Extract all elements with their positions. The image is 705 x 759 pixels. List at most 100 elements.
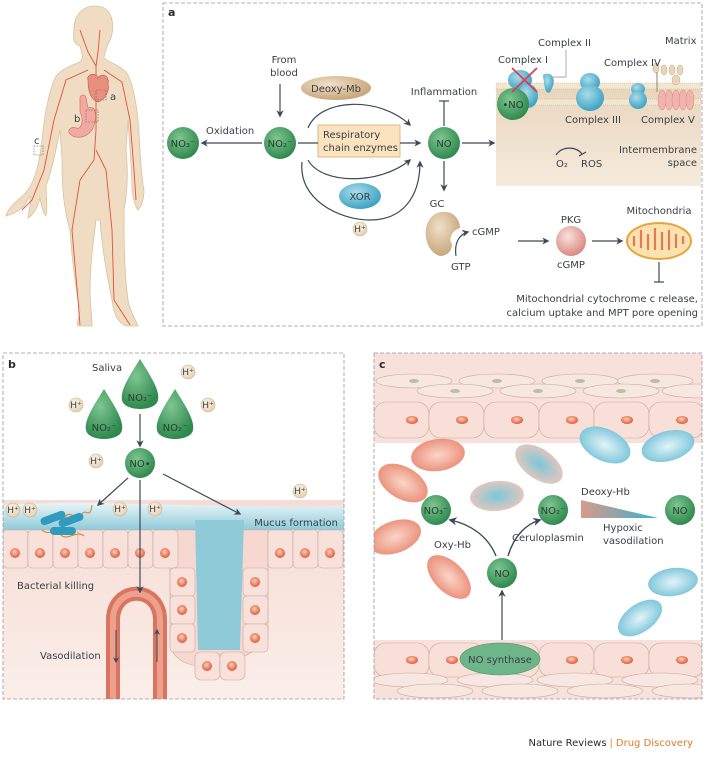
body-label-b: b: [74, 114, 80, 125]
no-radical-molecule-b: [125, 448, 155, 478]
no-molecule-c-right: [665, 495, 695, 525]
respiratory-label-1: Respiratory: [323, 130, 380, 141]
nitrite-drop-left-label: NO₂⁻: [92, 423, 117, 434]
bacterial-killing-label: Bacterial killing: [17, 581, 94, 592]
panel-a: a •NO: [162, 2, 703, 327]
heart-organ: [87, 74, 109, 103]
no-label: NO: [436, 139, 451, 150]
ceruloplasmin-label: Ceruloplasmin: [512, 533, 584, 544]
nitrite-label: NO₂⁻: [268, 139, 293, 150]
hypoxic-label-2: vasodilation: [603, 536, 664, 547]
nitrite-drop-right: NO₂⁻: [156, 389, 194, 439]
no-radical-molecule: [497, 88, 529, 120]
cgmp-label: cGMP: [472, 227, 500, 238]
complex-v-shape: [652, 62, 695, 111]
no-c-right-label: NO: [672, 506, 687, 517]
stomach-organ: [68, 94, 99, 138]
blood-vessels: [21, 29, 137, 326]
panel-b-letter: b: [8, 358, 16, 371]
saliva-label: Saliva: [92, 363, 122, 374]
respiratory-label-2: chain enzymes: [323, 143, 398, 154]
pkg-enzyme: [556, 226, 586, 256]
mucus-formation-label: Mucus formation: [254, 518, 338, 529]
ros-label: ROS: [581, 159, 602, 170]
svg-text:H⁺: H⁺: [294, 487, 306, 497]
complex-ii-label: Complex II: [538, 38, 591, 49]
nitrite-molecule: [264, 127, 296, 159]
svg-text:H⁺: H⁺: [90, 457, 102, 467]
complex-ii-shape: [543, 73, 554, 93]
panel-b: b Saliva NO₂⁻ NO₂⁻ NO₂⁻ NO• H⁺ H⁺ H⁺ H⁺ …: [2, 352, 345, 700]
no-molecule-c: [487, 558, 517, 588]
proton-icon: [352, 221, 368, 237]
gtp-label: GTP: [451, 262, 471, 273]
epithelial-cells: [3, 529, 344, 681]
bacteria-icon: [40, 504, 93, 538]
nitrate-molecule-c: [421, 495, 451, 525]
svg-text:H⁺: H⁺: [149, 505, 161, 515]
nitrite-drop-top-label: NO₂⁻: [128, 393, 153, 404]
arm-inset-box: [33, 145, 44, 156]
no-radical-b-label: NO•: [129, 459, 150, 470]
body-label-a: a: [110, 92, 116, 103]
mitochondrion-organelle: [626, 222, 692, 260]
nitrite-drop-right-label: NO₂⁻: [163, 423, 188, 434]
mito-effect-line-1: Mitochondrial cytochrome c release,: [516, 294, 698, 305]
nitrate-label: NO₃⁻: [171, 139, 196, 150]
guanylyl-cyclase: [425, 211, 460, 256]
matrix-label: Matrix: [665, 36, 697, 47]
respiratory-chain-box: [317, 124, 401, 158]
complex-iv-shape: [629, 83, 647, 109]
no-synthase-label: NO synthase: [468, 655, 532, 666]
svg-text:H⁺: H⁺: [114, 505, 126, 515]
no-molecule: [428, 127, 460, 159]
no-c-label: NO: [494, 569, 509, 580]
deoxy-mb-label: Deoxy-Mb: [311, 84, 361, 95]
human-body-illustration: a b c: [5, 5, 145, 327]
svg-text:H⁺: H⁺: [24, 506, 36, 516]
pkg-label: PKG: [561, 215, 581, 226]
inhibition-x-icon: [511, 67, 538, 93]
no-synthase-enzyme: [459, 642, 541, 676]
panel-c: c NO₃⁻ NO₂⁻ NO Deoxy-Hb Hypoxic vasodila…: [373, 352, 703, 700]
deoxy-hb-label: Deoxy-Hb: [581, 487, 630, 498]
complex-iv-label: Complex IV: [604, 58, 661, 69]
xor-label: XOR: [349, 192, 370, 203]
oxy-hb-label: Oxy-Hb: [434, 540, 471, 551]
red-blood-cells: [374, 426, 698, 637]
oxidation-label: Oxidation: [206, 126, 254, 137]
panel-a-letter: a: [168, 6, 175, 19]
complex-iii-shape: [576, 73, 604, 111]
body-label-c: c: [34, 136, 40, 147]
nitrate-c-label: NO₃⁻: [424, 506, 449, 517]
svg-text:H⁺: H⁺: [70, 401, 82, 411]
complex-v-label-text: Complex V: [641, 115, 695, 126]
vasodilation-label: Vasodilation: [40, 651, 101, 662]
nitrite-drop-top: NO₂⁻: [121, 359, 159, 409]
inflammation-label: Inflammation: [411, 87, 477, 98]
nitrate-molecule: [167, 127, 199, 159]
proton-icons-b: H⁺ H⁺ H⁺ H⁺ H⁺ H⁺ H⁺ H⁺ H⁺: [5, 364, 308, 518]
from-blood-label-2: blood: [270, 68, 298, 79]
svg-text:H⁺: H⁺: [182, 368, 194, 378]
complex-iii-label: Complex III: [565, 115, 621, 126]
xor-enzyme: [339, 183, 381, 209]
deoxy-mb-protein: [301, 76, 371, 100]
complex-i-label: Complex I: [498, 55, 548, 66]
intermembrane-label-1: Intermembrane: [619, 145, 697, 156]
gc-label: GC: [430, 199, 445, 210]
svg-text:H⁺: H⁺: [7, 506, 19, 516]
nitrite-molecule-c: [538, 495, 568, 525]
pkg-cgmp-label: cGMP: [557, 260, 585, 271]
journal-name: Nature Reviews: [528, 738, 607, 749]
from-blood-label-1: From: [272, 55, 297, 66]
intermembrane-label-2: space: [668, 158, 697, 169]
panel-c-letter: c: [379, 358, 386, 371]
hypoxic-label-1: Hypoxic: [603, 523, 643, 534]
journal-section: Drug Discovery: [615, 738, 693, 749]
o2-label: O₂: [556, 159, 568, 170]
proton-label: H⁺: [354, 225, 366, 235]
mucus-layer: [3, 503, 344, 530]
journal-footer: Nature Reviews|Drug Discovery: [529, 738, 693, 749]
